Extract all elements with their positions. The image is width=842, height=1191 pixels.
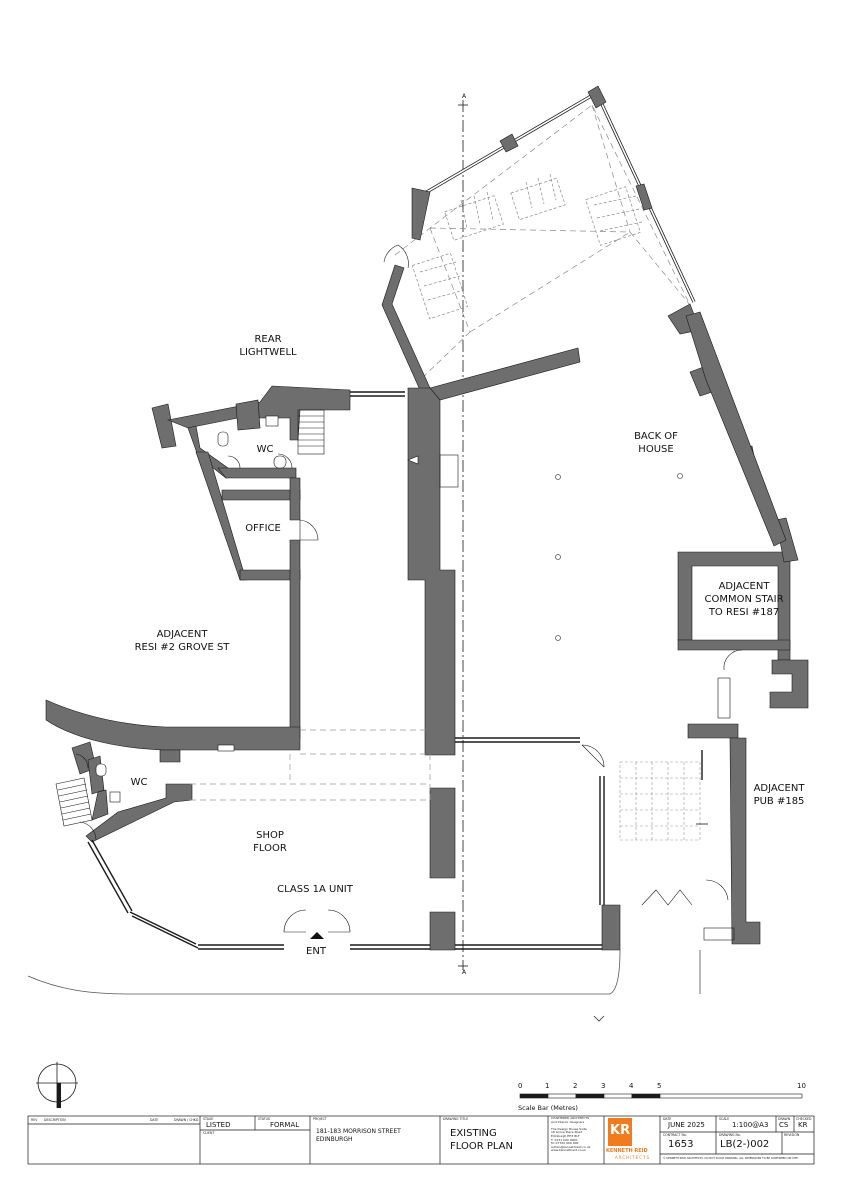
section-mark-bottom: A: [461, 969, 467, 976]
tb-status-header: STATUS: [258, 1117, 270, 1121]
section-mark-top: A: [461, 93, 467, 100]
scale-tick-0: 0: [518, 1082, 523, 1090]
tb-drawing-title-value: EXISTING FLOOR PLAN: [450, 1128, 513, 1152]
scale-tick-3: 3: [601, 1082, 606, 1090]
label-wc-lower: WC: [130, 777, 148, 788]
scale-bar-caption: Scale Bar (Metres): [518, 1104, 578, 1112]
tb-drawn-label: DRAWN: [778, 1117, 791, 1121]
tb-stage-header: STAGE: [203, 1117, 214, 1121]
tb-copyright: © KENNETH REID ARCHITECTS. DO NOT SCALE …: [663, 1157, 799, 1160]
tb-description-header: DESCRIPTION: [44, 1118, 66, 1122]
lower-stair: [55, 777, 93, 827]
entrance-arrow: [310, 932, 324, 939]
tb-drawing-no-label: DRAWING No.: [719, 1133, 741, 1137]
label-entrance: ENT: [306, 946, 326, 957]
logo-name: KENNETH REID: [606, 1148, 648, 1154]
logo-block: [608, 1118, 632, 1146]
tb-status-value: FORMAL: [270, 1121, 300, 1129]
street-kerb: [27, 949, 621, 995]
walls: [45, 85, 809, 951]
label-office: OFFICE: [245, 523, 281, 534]
label-class-unit: CLASS 1A UNIT: [277, 884, 353, 895]
label-shop-floor: SHOP FLOOR: [253, 830, 287, 854]
scale-tick-1: 1: [545, 1082, 550, 1090]
label-adjacent-resi: ADJACENT RESI #2 GROVE ST: [134, 629, 230, 653]
partitions: [87, 391, 703, 950]
tb-drawing-no-value: LB(2-)002: [720, 1139, 770, 1150]
tb-firm-block: CHARTERED ARCHITECTS and Interior design…: [551, 1116, 591, 1153]
scale-tick-10: 10: [797, 1082, 806, 1090]
north-arrow-icon: [36, 1062, 78, 1108]
tb-rev-header: REV: [31, 1118, 38, 1122]
scale-tick-2: 2: [573, 1082, 578, 1090]
tb-date-header: DATE: [150, 1118, 159, 1122]
glazing: [424, 90, 787, 541]
label-rear-lightwell: REAR LIGHTWELL: [239, 334, 297, 358]
tb-revision-label: REVISION: [784, 1133, 800, 1137]
label-back-of-house: BACK OF HOUSE: [634, 431, 678, 455]
section-line: [458, 100, 468, 970]
scale-tick-4: 4: [629, 1082, 634, 1090]
tb-date-value: JUNE 2025: [668, 1121, 705, 1129]
chevron-down-icon: [593, 1015, 605, 1022]
scale-tick-5: 5: [657, 1082, 662, 1090]
floor-grid: [619, 761, 701, 841]
tb-contract-label: CONTRACT No.: [663, 1133, 687, 1137]
tb-stage-value: LISTED: [206, 1121, 231, 1129]
tb-drawing-title-header: DRAWING TITLE: [443, 1117, 469, 1121]
label-wc-upper: WC: [256, 444, 274, 455]
label-adjacent-pub: ADJACENT PUB #185: [753, 783, 805, 807]
title-block-frame: [27, 1115, 815, 1165]
tb-scale-value: 1:100@A3: [732, 1121, 769, 1129]
tb-client-header: CLIENT: [203, 1131, 215, 1135]
rooflights: [411, 173, 643, 320]
logo-mark: KR: [610, 1123, 631, 1138]
sanitaryware: [95, 415, 287, 803]
tb-project-value: 181-183 MORRISON STREET EDINBURGH: [316, 1128, 401, 1143]
tb-checked-label: CHECKED: [796, 1117, 812, 1121]
label-adjacent-common-stair: ADJACENT COMMON STAIR TO RESI #187: [704, 581, 784, 618]
logo-sub: ARCHITECTS: [615, 1155, 651, 1160]
doors: [75, 244, 743, 933]
tb-contract-value: 1653: [668, 1139, 694, 1150]
roof-outline-dashed: [394, 104, 691, 381]
tb-drawn-value: CS: [779, 1121, 789, 1129]
tb-drawn-checked-header: DRAWN / CHKD: [174, 1118, 199, 1122]
tb-scale-label: SCALE: [719, 1117, 730, 1121]
scale-bar-graphic: [519, 1093, 803, 1099]
overhead-dashed: [190, 729, 431, 801]
columns: [555, 473, 683, 641]
tb-project-header: PROJECT: [313, 1117, 327, 1121]
fittings: [217, 454, 735, 941]
tb-checked-value: KR: [798, 1121, 808, 1129]
lightwell-stair: [297, 409, 325, 455]
tb-date-label: DATE: [663, 1117, 672, 1121]
